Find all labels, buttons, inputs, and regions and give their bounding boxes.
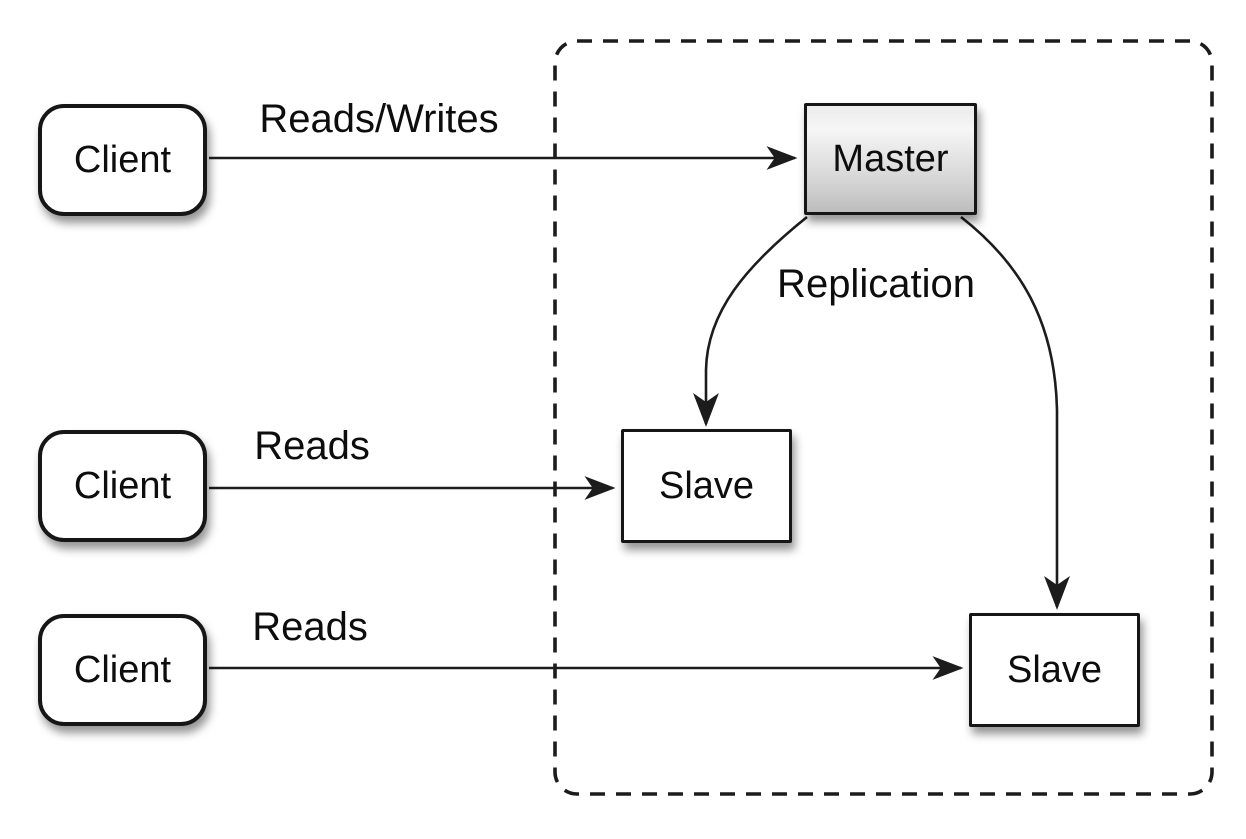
arrow-replication-to-bottom-slave: [960, 215, 1070, 610]
edge-label-reads-writes: Reads/Writes: [259, 97, 499, 141]
node-slave-middle: Slave: [621, 429, 792, 543]
node-slave-bottom: Slave: [969, 613, 1140, 727]
node-slave-middle-label: Slave: [658, 465, 755, 507]
node-client-middle-label: Client: [73, 465, 172, 507]
edge-label-reads-bottom: Reads: [252, 605, 368, 649]
node-client-middle: Client: [38, 430, 207, 542]
edge-label-replication: Replication: [777, 262, 975, 306]
cluster-boundary: [553, 39, 1214, 796]
node-master-label: Master: [832, 138, 949, 180]
node-client-top: Client: [38, 104, 207, 216]
arrow-replication-to-middle-slave: [693, 215, 808, 427]
node-master: Master: [804, 103, 977, 215]
node-client-top-label: Client: [73, 139, 172, 181]
edge-label-reads-middle: Reads: [254, 424, 370, 468]
node-client-bottom: Client: [38, 614, 207, 726]
node-slave-bottom-label: Slave: [1006, 649, 1103, 691]
node-client-bottom-label: Client: [73, 649, 172, 691]
